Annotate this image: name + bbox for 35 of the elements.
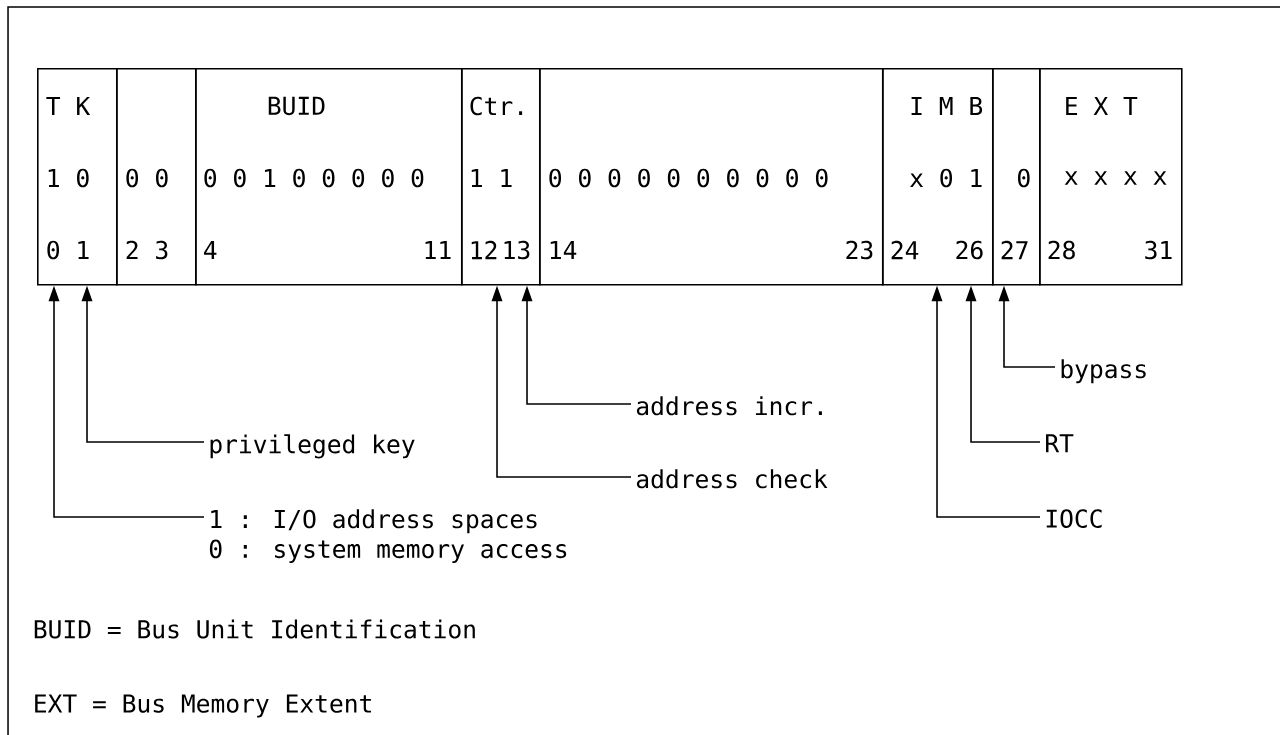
bit-values: 0 0: [126, 168, 168, 188]
bit-values: 0 0 0 0 0 0 0 0 0 0: [549, 168, 828, 188]
callout-label: IOCC: [1046, 509, 1102, 528]
field-name: I M B: [911, 97, 983, 115]
bit-number: 2 3: [126, 240, 168, 260]
bit-number: 13: [504, 240, 530, 260]
field-name: T K: [46, 97, 91, 115]
bit-values: 1 1: [471, 169, 512, 187]
bit-number: 12: [471, 240, 497, 260]
bit-values: x 0 1: [910, 168, 982, 188]
callout-label: RT: [1046, 434, 1074, 453]
note-text: BUID = Bus Unit Identification: [34, 619, 475, 639]
field-name: Ctr.: [470, 96, 523, 116]
bit-number: 4: [204, 241, 217, 259]
bit-values: 0: [1018, 168, 1030, 188]
bit-number: 0 1: [47, 240, 89, 260]
note-text: EXT = Bus Memory Extent: [35, 694, 371, 718]
callout-label: 1 : I/O address spaces 0 : system memory access: [209, 509, 567, 563]
callout-label: bypass: [1061, 359, 1146, 384]
bit-number: 14: [550, 241, 577, 259]
bit-number: 31: [1145, 240, 1172, 260]
bit-values: 1 0: [48, 168, 89, 188]
bit-number: 26: [956, 240, 983, 260]
callout-label: privileged key: [210, 434, 415, 459]
bit-number: 24: [891, 240, 919, 260]
field-name: E X T: [1066, 97, 1138, 115]
bit-number: 23: [846, 240, 873, 260]
field-name: BUID: [268, 96, 325, 116]
bit-number: 27: [1001, 240, 1028, 260]
bit-number: 11: [425, 241, 451, 259]
bit-values: 0 0 1 0 0 0 0 0: [204, 168, 424, 188]
bit-values: x x x x: [1064, 171, 1167, 185]
bit-number: 28: [1048, 240, 1075, 260]
callout-label: address incr.: [636, 396, 822, 416]
callout-label: address check: [636, 469, 828, 489]
